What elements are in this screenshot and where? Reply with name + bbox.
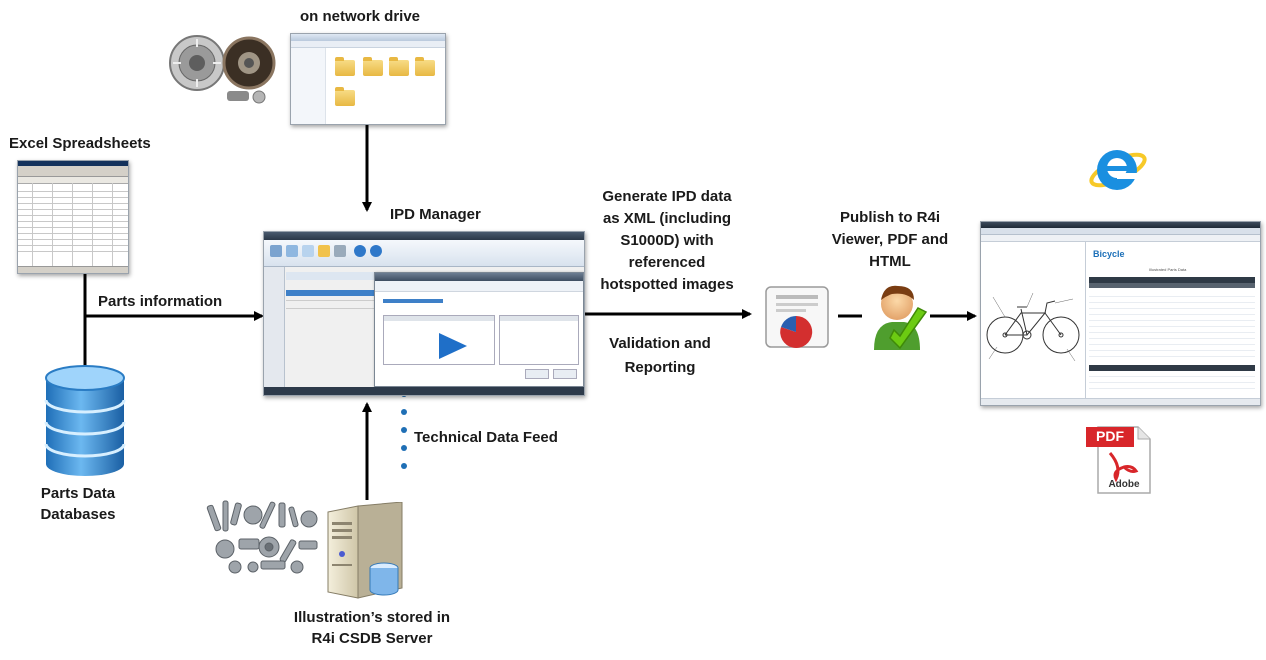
bicycle-drawing — [986, 292, 1080, 362]
ipd-manager-window — [263, 231, 585, 396]
generate-label: Generate IPD data as XML (including S100… — [582, 186, 752, 296]
viewer-subtitle: Illustrated Parts Data — [1149, 267, 1187, 272]
ipd-manager-label: IPD Manager — [390, 206, 481, 223]
viewer-title: Bicycle — [1093, 249, 1125, 259]
illustrations-label: Illustration’s stored in R4i CSDB Server — [272, 607, 472, 649]
generate-line3: S1000D) with — [620, 232, 714, 249]
folder-window-icon — [290, 33, 446, 125]
parts-db-label: Parts Data Databases — [18, 483, 138, 525]
database-icon — [44, 365, 126, 476]
r4i-viewer-window: Bicycle Illustrated Parts Data — [980, 221, 1261, 406]
parts-collection-icon — [206, 500, 318, 574]
excel-label: Excel Spreadsheets — [9, 135, 151, 152]
pdf-icon — [1086, 426, 1151, 494]
network-drive-label: on network drive — [300, 8, 421, 25]
validation-line1: Validation and — [609, 335, 711, 352]
illus-line1: Illustration’s stored in — [293, 609, 451, 626]
user-check-icon — [874, 285, 928, 350]
validation-line2: Reporting — [624, 359, 696, 376]
hotspot-dialog — [374, 272, 584, 387]
pdf-badge-label: PDF — [1096, 428, 1124, 444]
publish-line3: HTML — [869, 253, 911, 270]
clutch-parts-icon — [169, 35, 276, 104]
generate-line5: hotspotted images — [600, 276, 734, 293]
publish-line2: Viewer, PDF and — [831, 231, 949, 248]
play-arrow-icon — [439, 333, 467, 359]
generate-line1: Generate IPD data — [602, 188, 732, 205]
parts-info-label: Parts information — [98, 293, 223, 310]
generate-line2: as XML (including — [602, 210, 732, 227]
server-icon — [327, 502, 403, 599]
validation-label: Validation and Reporting — [590, 332, 730, 380]
parts-db-line1: Parts Data — [40, 485, 116, 502]
document-icon — [765, 286, 829, 348]
tech-feed-label: Technical Data Feed — [414, 429, 558, 446]
publish-line1: Publish to R4i — [839, 209, 940, 226]
generate-line4: referenced — [628, 254, 706, 271]
spreadsheet-icon — [17, 160, 129, 274]
parts-db-line2: Databases — [40, 506, 116, 523]
publish-label: Publish to R4i Viewer, PDF and HTML — [822, 207, 958, 273]
illus-line2: R4i CSDB Server — [311, 630, 433, 647]
pdf-brand-label: Adobe — [1108, 479, 1140, 490]
internet-explorer-icon — [1089, 150, 1147, 190]
